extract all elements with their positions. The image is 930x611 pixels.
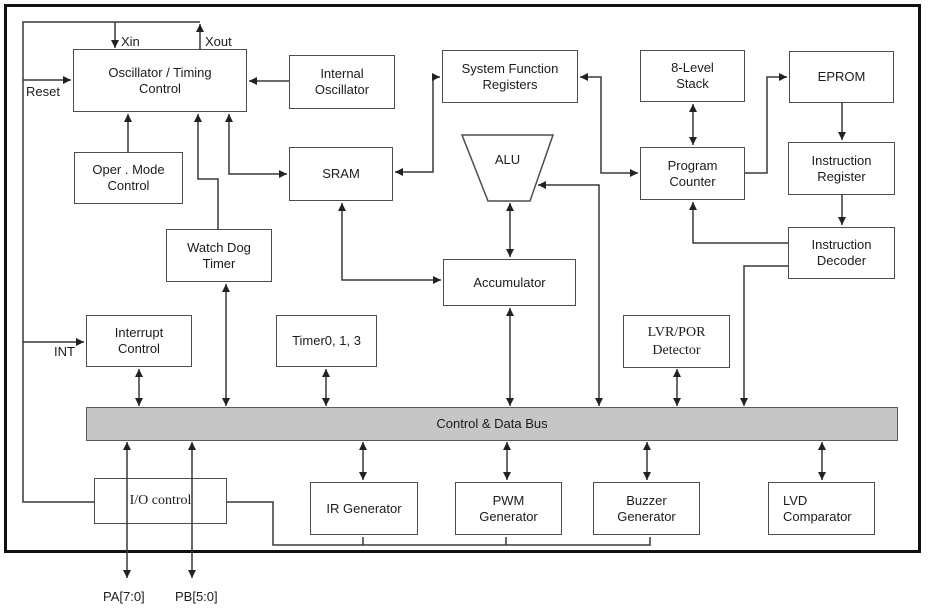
node-interrupt-control: Interrupt Control xyxy=(86,315,192,367)
node-accumulator-label: Accumulator xyxy=(473,274,546,290)
node-watch-dog-timer-label: Watch Dog Timer xyxy=(187,239,251,271)
node-instruction-decoder: Instruction Decoder xyxy=(788,227,895,279)
node-timer-0-1-3: Timer0, 1, 3 xyxy=(276,315,377,367)
pin-label-pb: PB[5:0] xyxy=(175,589,218,604)
node-interrupt-control-label: Interrupt Control xyxy=(114,325,164,356)
node-accumulator: Accumulator xyxy=(443,259,576,306)
node-sram-label: SRAM xyxy=(322,166,360,182)
node-program-counter-label: Program Counter xyxy=(667,157,718,189)
node-oscillator-timing-control: Oscillator / Timing Control xyxy=(73,49,247,112)
node-ir-generator-label: IR Generator xyxy=(326,500,402,516)
node-program-counter: Program Counter xyxy=(640,147,745,200)
node-lvd-comparator-label: LVD Comparator xyxy=(783,492,852,524)
node-sram: SRAM xyxy=(289,147,393,201)
node-pwm-generator: PWM Generator xyxy=(455,482,562,535)
node-io-control: I/O control xyxy=(94,478,227,524)
node-io-control-label: I/O control xyxy=(129,493,192,509)
node-timer-0-1-3-label: Timer0, 1, 3 xyxy=(292,333,361,349)
node-pwm-generator-label: PWM Generator xyxy=(479,492,538,524)
node-8-level-stack: 8-Level Stack xyxy=(640,50,745,102)
node-oper-mode-control: Oper . Mode Control xyxy=(74,152,183,204)
pin-label-xout: Xout xyxy=(205,34,232,49)
pin-label-pa: PA[7:0] xyxy=(103,589,145,604)
node-ir-generator: IR Generator xyxy=(310,482,418,535)
node-instruction-register: Instruction Register xyxy=(788,142,895,195)
node-instruction-register-label: Instruction Register xyxy=(811,152,872,184)
node-eprom: EPROM xyxy=(789,51,894,103)
node-oper-mode-control-label: Oper . Mode Control xyxy=(92,162,165,193)
outer-border xyxy=(4,4,921,553)
node-internal-oscillator: Internal Oscillator xyxy=(289,55,395,109)
node-lvr-por-detector: LVR/POR Detector xyxy=(623,315,730,368)
pin-label-reset: Reset xyxy=(26,84,60,99)
node-alu-label: ALU xyxy=(494,152,521,167)
node-oscillator-timing-control-label: Oscillator / Timing Control xyxy=(108,64,212,96)
node-internal-oscillator-label: Internal Oscillator xyxy=(314,66,370,97)
control-data-bus-label: Control & Data Bus xyxy=(436,416,548,432)
node-8-level-stack-label: 8-Level Stack xyxy=(671,60,714,91)
pin-label-xin: Xin xyxy=(121,34,140,49)
node-lvd-comparator: LVD Comparator xyxy=(768,482,875,535)
node-system-function-registers: System Function Registers xyxy=(442,50,578,103)
node-buzzer-generator-label: Buzzer Generator xyxy=(617,492,676,524)
control-data-bus: Control & Data Bus xyxy=(86,407,898,441)
node-system-function-registers-label: System Function Registers xyxy=(461,60,559,92)
node-watch-dog-timer: Watch Dog Timer xyxy=(166,229,272,282)
node-lvr-por-detector-label: LVR/POR Detector xyxy=(647,325,706,358)
node-instruction-decoder-label: Instruction Decoder xyxy=(811,237,872,268)
node-buzzer-generator: Buzzer Generator xyxy=(593,482,700,535)
pin-label-int: INT xyxy=(54,344,75,359)
node-eprom-label: EPROM xyxy=(817,69,866,85)
